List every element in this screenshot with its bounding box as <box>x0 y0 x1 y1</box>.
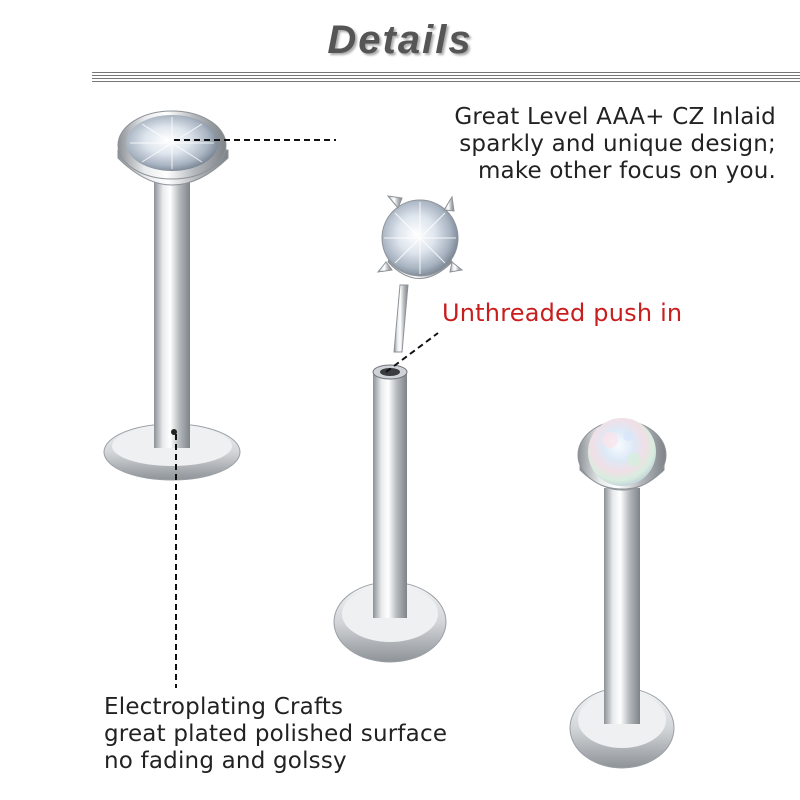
callout-top-line: Great Level AAA+ CZ Inlaid <box>454 104 776 130</box>
callout-middle: Unthreaded push in <box>442 299 683 327</box>
callout-bottom: Electroplating Crafts great plated polis… <box>104 694 447 775</box>
callout-bottom-line: Electroplating Crafts <box>104 694 344 720</box>
right-labret <box>569 418 675 769</box>
middle-push-top <box>376 195 464 353</box>
middle-labret-post <box>333 364 447 663</box>
leader-line-middle <box>385 332 439 373</box>
callout-bottom-line: great plated polished surface <box>104 721 448 747</box>
page-title: Details <box>327 18 473 62</box>
callout-top-line: sparkly and unique design; <box>459 131 776 157</box>
callout-top-line: make other focus on you. <box>477 158 776 184</box>
left-labret <box>103 110 241 481</box>
callout-bottom-line: no fading and golssy <box>104 748 347 774</box>
callout-top: Great Level AAA+ CZ Inlaid sparkly and u… <box>454 104 776 185</box>
title-divider <box>92 72 800 84</box>
